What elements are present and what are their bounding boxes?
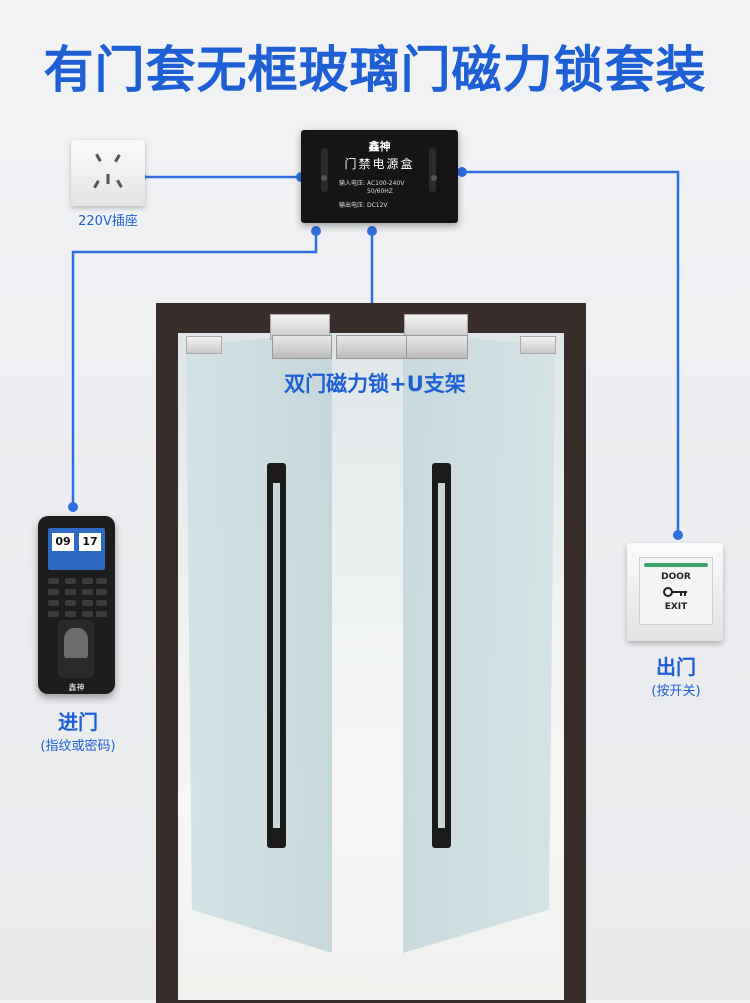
entry-label: 进门 (58, 710, 98, 734)
psu-output-value: DC12V (366, 202, 388, 209)
door-pivot-right (520, 336, 556, 354)
wall-socket (71, 140, 145, 206)
wire-dot (367, 226, 377, 236)
maglock-armature (336, 335, 408, 359)
maglock-body-left (272, 335, 332, 359)
psu-input-label: 输入电压: (339, 180, 366, 187)
psu-slot (321, 148, 328, 192)
exit-button-indicator (644, 563, 708, 567)
fingerprint-reader: 09 17 鑫神 (38, 516, 115, 694)
socket-label: 220V插座 (78, 214, 138, 229)
fingerprint-sensor (58, 620, 94, 678)
reader-time-hour: 09 (52, 533, 74, 551)
psu-output-line: 输出电压: DC12V (339, 200, 388, 209)
reader-time-minute: 17 (79, 533, 101, 551)
exit-button-text-bottom: EXIT (664, 602, 688, 612)
page-title: 有门套无框玻璃门磁力锁套装 (43, 41, 707, 99)
glass-door-right (403, 333, 555, 953)
psu-brand: 鑫神 (368, 140, 391, 153)
exit-button-face: DOOR EXIT (639, 557, 713, 625)
entry-sub-label: (指纹或密码) (40, 739, 116, 754)
psu-output-label: 输出电压: (339, 202, 366, 209)
door-pivot-left (186, 336, 222, 354)
psu-screw (431, 175, 437, 181)
wire-dot (457, 167, 467, 177)
exit-label: 出门 (656, 655, 696, 679)
wire-dot (68, 502, 78, 512)
wire-dot (311, 226, 321, 236)
exit-button-text-top: DOOR (661, 572, 691, 582)
maglock-label: 双门磁力锁+U支架 (284, 372, 466, 396)
reader-screen: 09 17 (48, 528, 105, 570)
power-supply-box: 鑫神 门禁电源盒 输入电压: AC100-240V 50/60HZ 输出电压: … (301, 130, 458, 223)
exit-sub-label: (按开关) (651, 684, 701, 699)
maglock-body-right (406, 335, 468, 359)
psu-name: 门禁电源盒 (344, 157, 415, 171)
psu-slot (429, 148, 436, 192)
wire-dot (673, 530, 683, 540)
psu-input-value: AC100-240V (366, 180, 405, 187)
key-icon (663, 587, 687, 597)
wire-psu-to-exit (458, 170, 680, 532)
wire-psu-to-reader (71, 231, 318, 505)
door-handle-left (267, 463, 286, 848)
psu-freq-value: 50/60HZ (367, 188, 393, 195)
socket-holes-icon (93, 153, 123, 189)
psu-screw (321, 175, 327, 181)
door-handle-right (432, 463, 451, 848)
psu-input-line: 输入电压: AC100-240V (339, 178, 404, 187)
exit-button-plate: DOOR EXIT (627, 543, 723, 641)
reader-brand: 鑫神 (68, 683, 85, 692)
glass-door-left (186, 333, 332, 953)
